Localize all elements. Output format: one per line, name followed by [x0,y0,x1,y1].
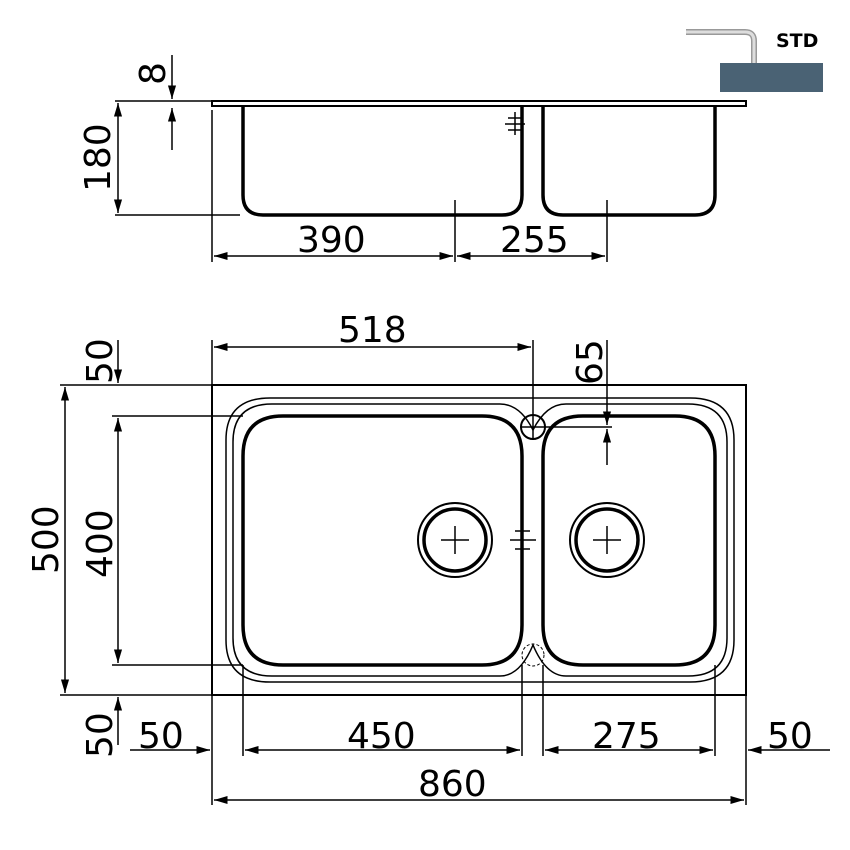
top-view: 518 65 500 400 50 50 50 450 275 50 860 [26,310,830,805]
right-bowl-width-dimension: 275 [592,716,661,757]
overall-width-dimension: 860 [418,764,487,805]
left-drain-dimension: 390 [297,220,366,261]
margin-bottom-dimension: 50 [80,712,121,758]
right-drain-dimension: 255 [500,220,569,261]
tap-offset-dimension: 518 [338,310,407,351]
right-drain-icon [569,502,645,578]
side-view: 8 180 390 255 [78,55,747,262]
right-bowl [541,414,717,667]
depth-dimension: 180 [78,123,119,192]
lip-dimension: 8 [133,62,174,85]
left-bowl [241,414,524,667]
margin-top-dimension: 50 [80,338,121,384]
std-badge: STD [686,29,823,92]
worktop-block [720,63,823,92]
margin-right-dimension: 50 [767,716,813,757]
tap-depth-dimension: 65 [570,339,611,385]
bowl-depth-dimension: 400 [80,509,121,578]
margin-left-dimension: 50 [138,716,184,757]
left-bowl-width-dimension: 450 [347,716,416,757]
left-drain-icon [417,502,493,578]
overflow-icon [521,643,545,667]
std-label: STD [776,30,818,52]
overall-depth-dimension: 500 [26,505,67,574]
